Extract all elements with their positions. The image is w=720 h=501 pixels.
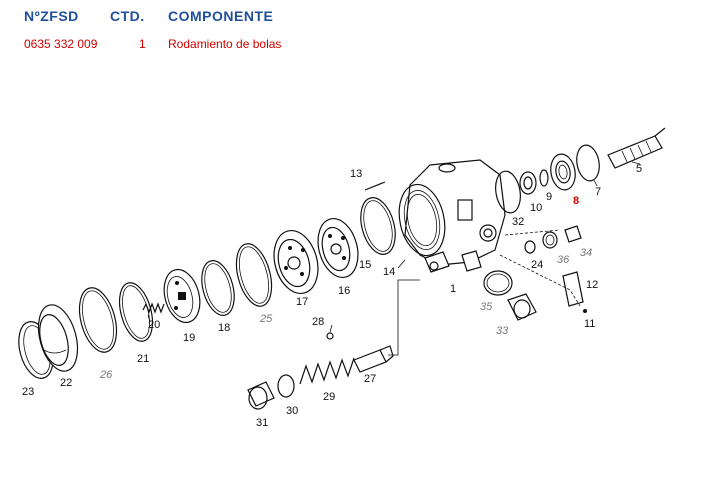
callout-8[interactable]: 8 <box>573 195 579 207</box>
part-36-fitting <box>542 231 558 249</box>
part-18-o-ring <box>201 260 235 316</box>
callout-16: 16 <box>338 285 350 297</box>
callout-9: 9 <box>546 191 552 203</box>
callout-18: 18 <box>218 322 230 334</box>
callout-1: 1 <box>450 283 456 295</box>
callout-31: 31 <box>256 417 268 429</box>
part-1-pump-housing <box>398 159 506 273</box>
callout-10: 10 <box>530 202 542 214</box>
callout-13: 13 <box>350 168 362 180</box>
part-30-seal-ring <box>277 374 295 398</box>
part-20-spring <box>142 302 165 314</box>
callout-21: 21 <box>137 353 149 365</box>
part-35-o-ring <box>483 270 513 296</box>
callout-12: 12 <box>586 279 598 291</box>
part-29-spring <box>299 357 355 385</box>
part-21-o-ring <box>118 282 154 342</box>
part-16-rotor <box>317 218 359 278</box>
part-27-flow-valve <box>353 345 394 373</box>
callout-25: 25 <box>259 313 273 325</box>
row-quantity: 1 <box>139 37 146 51</box>
callout-32: 32 <box>512 216 524 228</box>
part-8-ball-bearing[interactable] <box>548 152 578 192</box>
part-5-drive-shaft <box>607 127 666 169</box>
callout-15: 15 <box>359 259 371 271</box>
part-11-screw <box>583 309 587 313</box>
callout-14: 14 <box>383 266 395 278</box>
callout-36: 36 <box>557 254 570 266</box>
part-10-shaft-seal <box>519 171 537 195</box>
header-quantity: CTD. <box>110 8 145 24</box>
part-22-cover <box>37 304 79 372</box>
callout-22: 22 <box>60 377 72 389</box>
callout-19: 19 <box>183 332 195 344</box>
part-24-washer <box>524 240 536 254</box>
part-31-plug <box>247 381 275 410</box>
part-25-o-ring <box>235 243 273 307</box>
part-26-o-ring <box>78 287 118 353</box>
leader-36 <box>504 229 561 236</box>
callout-23: 23 <box>22 386 34 398</box>
callout-7: 7 <box>595 186 601 198</box>
callout-17: 17 <box>296 296 308 308</box>
header-component: COMPONENTE <box>168 8 274 24</box>
callout-11: 11 <box>584 318 595 330</box>
part-13-pin <box>364 181 386 191</box>
callout-27: 27 <box>364 373 376 385</box>
callout-24: 24 <box>531 259 543 271</box>
part-34-banjo-screw <box>564 225 582 243</box>
part-28-ball <box>326 332 334 340</box>
part-32-o-ring <box>495 170 521 214</box>
part-17-cam-ring <box>273 230 319 294</box>
part-19-end-plate <box>163 268 201 324</box>
part-7-snap-ring <box>576 144 600 182</box>
row-part-number: 0635 332 009 <box>24 37 98 51</box>
header-part-number: NºZFSD <box>24 8 79 24</box>
callout-26: 26 <box>99 369 113 381</box>
leader-27 <box>388 279 420 356</box>
part-33-union-fitting <box>507 293 537 321</box>
callout-5: 5 <box>636 163 642 175</box>
callout-34: 34 <box>580 247 592 259</box>
callout-30: 30 <box>286 405 298 417</box>
callout-29: 29 <box>323 391 335 403</box>
callout-33: 33 <box>496 325 509 337</box>
part-12-cover-plate <box>562 271 584 307</box>
callout-28: 28 <box>312 316 324 328</box>
part-9-snap-ring <box>539 169 549 187</box>
callout-35: 35 <box>480 301 493 313</box>
callout-20: 20 <box>148 319 160 331</box>
leader-12 <box>499 254 581 307</box>
row-component: Rodamiento de bolas <box>168 37 282 51</box>
part-15-o-ring <box>360 197 396 255</box>
